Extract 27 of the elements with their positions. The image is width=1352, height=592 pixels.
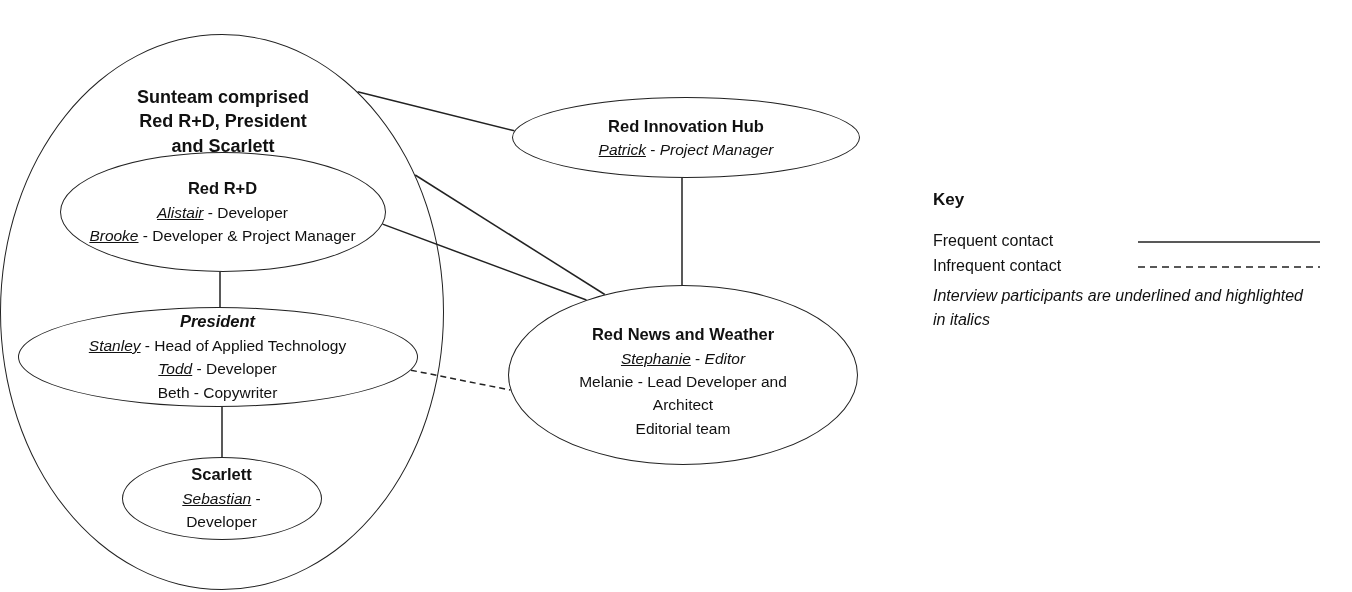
legend-text: Infrequent contact (933, 257, 1062, 275)
group-title: Red Innovation Hub (607, 115, 765, 137)
member-text: Sebastian - Developer (181, 489, 262, 533)
group-title: Scarlett (190, 464, 253, 486)
group-title: Red News and Weather (590, 324, 776, 346)
group-title: Red R+D (186, 177, 259, 199)
group-title: President (178, 311, 257, 333)
member-text: Editorial team (634, 418, 732, 439)
connector-line (221, 406, 223, 458)
dashed-connector (410, 369, 512, 391)
member-text: Stephanie - Editor (619, 348, 747, 369)
group-title: Sunteam comprised Red R+D, President and Scarlett (135, 86, 310, 158)
member-text: Melanie - Lead Developer and Architect (578, 372, 788, 416)
key-heading: Key (933, 190, 965, 210)
member-text: Todd - Developer (157, 359, 278, 380)
member-text: Patrick - Project Manager (597, 140, 775, 161)
connector-line (219, 271, 221, 308)
connector-line (414, 174, 606, 296)
member-text: Beth - Copywriter (156, 382, 279, 403)
member-text: Brooke - Developer & Project Manager (88, 225, 357, 246)
connector-line (356, 91, 516, 132)
member-text: Stanley - Head of Applied Technology (87, 336, 348, 356)
legend-text: Frequent contact (933, 232, 1054, 250)
member-text: Alistair - Developer (155, 202, 289, 223)
connector-line (681, 177, 683, 286)
connector-line (381, 223, 588, 301)
key-note: Interview participants are underlined and highlighted in italics (933, 286, 1305, 330)
